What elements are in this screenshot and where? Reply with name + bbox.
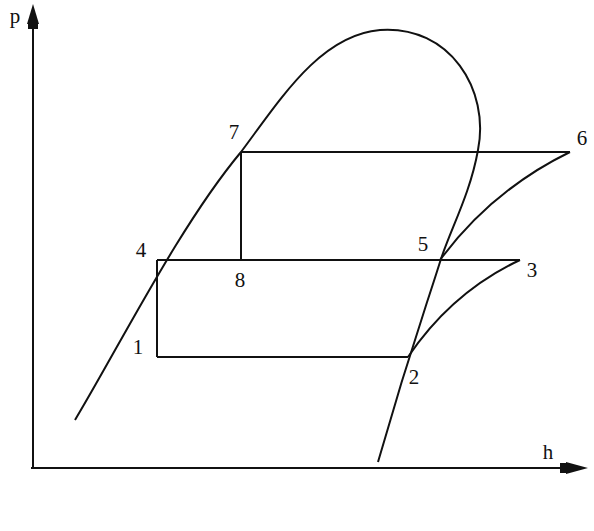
expansion-line <box>240 152 242 260</box>
state-point-number: 5 <box>418 234 429 255</box>
state-point-number: 7 <box>229 122 240 143</box>
intermediate-pressure-line <box>157 259 520 261</box>
axis-label: p <box>10 6 21 27</box>
compression-curve <box>440 152 570 260</box>
state-point-number: 1 <box>133 337 144 358</box>
compression-curve <box>408 260 520 357</box>
axis-arrowhead <box>560 463 566 473</box>
axis-label: h <box>543 442 554 463</box>
axis-arrowhead <box>566 462 588 474</box>
state-point-number: 4 <box>136 240 147 261</box>
pressure-axis <box>32 22 34 468</box>
state-point-number: 2 <box>409 367 420 388</box>
axis-arrowhead <box>27 4 39 24</box>
expansion-line <box>156 260 158 357</box>
axis-arrowhead <box>28 24 38 29</box>
state-point-number: 3 <box>527 260 538 281</box>
enthalpy-axis <box>31 467 566 469</box>
condensation-line <box>241 151 570 153</box>
state-point-number: 8 <box>235 270 246 291</box>
saturation-dome <box>75 30 480 462</box>
evaporation-line <box>157 356 408 358</box>
state-point-number: 6 <box>577 128 588 149</box>
